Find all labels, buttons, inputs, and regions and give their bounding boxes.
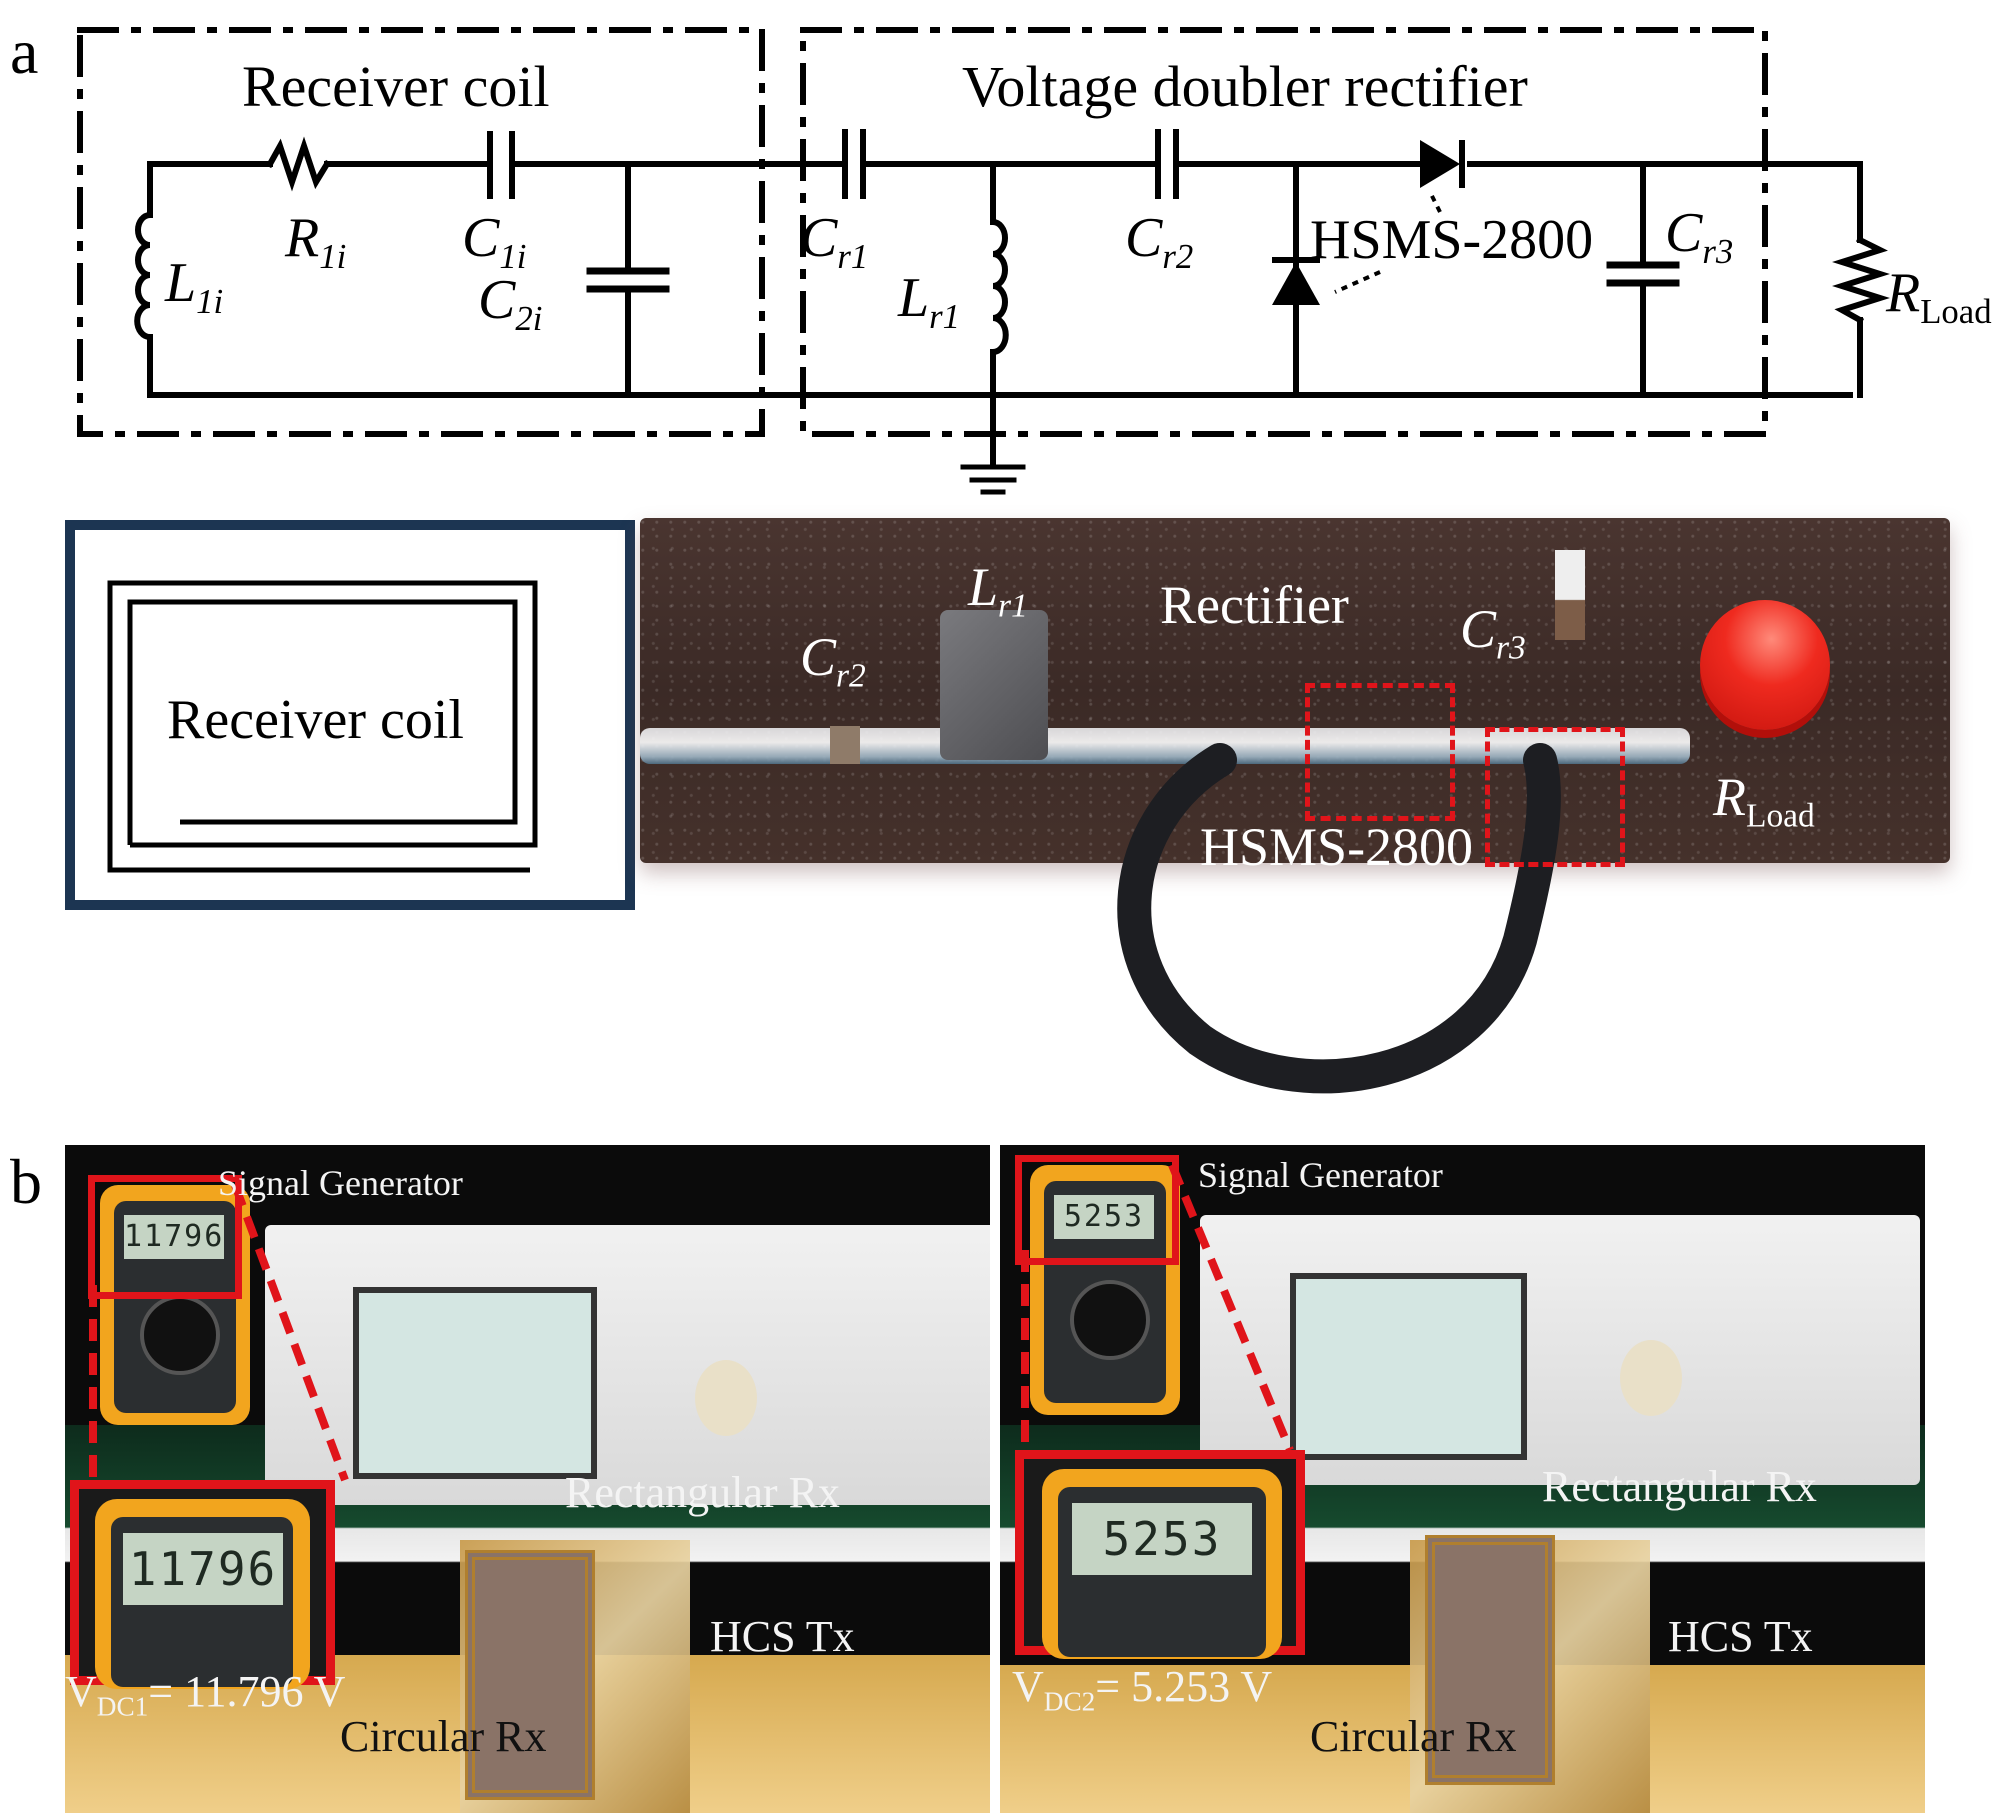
receiver-coil-illustration: Receiver coil bbox=[65, 520, 635, 910]
photo-label-cr2: Cr2 bbox=[800, 627, 866, 695]
rect-rx-coil bbox=[1425, 1535, 1555, 1785]
diode-pointer-arrows bbox=[1334, 191, 1442, 294]
hcs-tx-label: HCS Tx bbox=[710, 1612, 855, 1661]
photo-label-rload: RLoad bbox=[1713, 767, 1815, 835]
circular-rx-label: Circular Rx bbox=[340, 1712, 547, 1761]
pcb-trace bbox=[640, 728, 1690, 764]
meter-highlight-box bbox=[88, 1175, 242, 1299]
rectifier-block-outline bbox=[800, 27, 1768, 437]
signal-generator-label: Signal Generator bbox=[218, 1163, 463, 1203]
coil-spiral-icon bbox=[107, 580, 538, 873]
meter-display: 5253 bbox=[1054, 1195, 1154, 1239]
signal-generator-screen bbox=[1290, 1273, 1527, 1460]
label-rload: RLoad bbox=[1886, 262, 1992, 332]
meter-zoom-inset: 5253 bbox=[1015, 1450, 1305, 1659]
circuit-schematic bbox=[77, 27, 1890, 495]
voltage-dc2-label: VDC2= 5.253 V bbox=[1012, 1662, 1273, 1717]
label-cr3: Cr3 bbox=[1665, 202, 1734, 272]
capacitor-cr1-symbol bbox=[842, 129, 866, 199]
receiver-block-outline bbox=[77, 27, 765, 437]
photo-label-rectifier: Rectifier bbox=[1160, 575, 1349, 635]
inductor-lr1-part bbox=[940, 610, 1048, 760]
voltage-dc1-label: VDC1= 11.796 V bbox=[65, 1667, 346, 1722]
resistor-r1i-symbol bbox=[265, 136, 332, 192]
diode-series-symbol bbox=[1420, 140, 1465, 188]
zoom-connector-lines bbox=[1021, 1163, 1294, 1452]
circular-rx-label: Circular Rx bbox=[1310, 1712, 1517, 1761]
label-c2i: C2i bbox=[478, 269, 543, 339]
hcs-tx-label: HCS Tx bbox=[1668, 1612, 1813, 1661]
capacitor-c1i-symbol bbox=[487, 131, 515, 199]
meter-highlight-box bbox=[1015, 1155, 1179, 1265]
capacitor-cr2-part bbox=[830, 726, 860, 764]
rect-rx-label: Rectangular Rx bbox=[565, 1468, 840, 1517]
inductor-l1i-symbol bbox=[134, 211, 154, 341]
capacitor-cr3-symbol bbox=[1606, 261, 1680, 287]
meter-display: 11796 bbox=[124, 1215, 224, 1259]
led-load bbox=[1700, 600, 1830, 730]
receiver-block-title: Receiver coil bbox=[242, 54, 550, 119]
label-c1i: C1i bbox=[462, 207, 527, 277]
capacitor-cr3-part bbox=[1555, 550, 1585, 640]
multimeter: 5253 bbox=[1030, 1165, 1180, 1415]
diode-highlight-box-1 bbox=[1305, 683, 1455, 821]
coil-box-label: Receiver coil bbox=[167, 689, 464, 751]
label-l1i: L1i bbox=[165, 252, 224, 322]
signal-generator-label: Signal Generator bbox=[1198, 1155, 1443, 1195]
label-cr1: Cr1 bbox=[800, 207, 869, 277]
diode-shunt-symbol bbox=[1272, 257, 1320, 305]
capacitor-c2i-symbol bbox=[586, 267, 670, 293]
rect-rx-label: Rectangular Rx bbox=[1542, 1462, 1817, 1511]
capacitor-cr2-symbol bbox=[1155, 129, 1179, 199]
signal-generator-knob bbox=[695, 1360, 757, 1436]
meter-zoom-display: 11796 bbox=[123, 1533, 283, 1605]
panel-b-letter: b bbox=[10, 1146, 42, 1217]
ground-symbol bbox=[960, 464, 1026, 495]
signal-generator bbox=[265, 1225, 990, 1505]
receiver-wires bbox=[147, 161, 1853, 398]
inductor-lr1-symbol bbox=[989, 218, 1009, 356]
photo-label-lr1: Lr1 bbox=[968, 557, 1028, 625]
measurement-photo-left: 11796 11796 Signal Generator Rectangular… bbox=[65, 1145, 990, 1813]
label-cr2: Cr2 bbox=[1125, 207, 1194, 277]
signal-generator-knob bbox=[1620, 1340, 1682, 1416]
measurement-photo-right: 5253 5253 Signal Generator Rectangular R… bbox=[1000, 1145, 1925, 1813]
meter-zoom-inset: 11796 bbox=[70, 1480, 335, 1689]
signal-generator bbox=[1200, 1215, 1920, 1485]
diode-highlight-box-2 bbox=[1485, 727, 1625, 867]
meter-zoom-display: 5253 bbox=[1072, 1503, 1252, 1575]
resistor-rload-symbol bbox=[1832, 235, 1890, 325]
signal-generator-screen bbox=[353, 1287, 597, 1479]
rectifier-block-title: Voltage doubler rectifier bbox=[962, 54, 1528, 119]
zoom-connector-lines bbox=[89, 1183, 349, 1482]
photo-label-diode: HSMS-2800 bbox=[1200, 817, 1474, 877]
panel-a-letter: a bbox=[10, 16, 39, 87]
multimeter: 11796 bbox=[100, 1185, 250, 1425]
label-diode-part: HSMS-2800 bbox=[1310, 209, 1594, 271]
rect-rx-coil bbox=[465, 1550, 595, 1800]
label-r1i: R1i bbox=[285, 207, 347, 277]
photo-label-cr3: Cr3 bbox=[1460, 599, 1526, 667]
label-lr1: Lr1 bbox=[898, 267, 961, 337]
rectifier-wires bbox=[805, 161, 1863, 468]
